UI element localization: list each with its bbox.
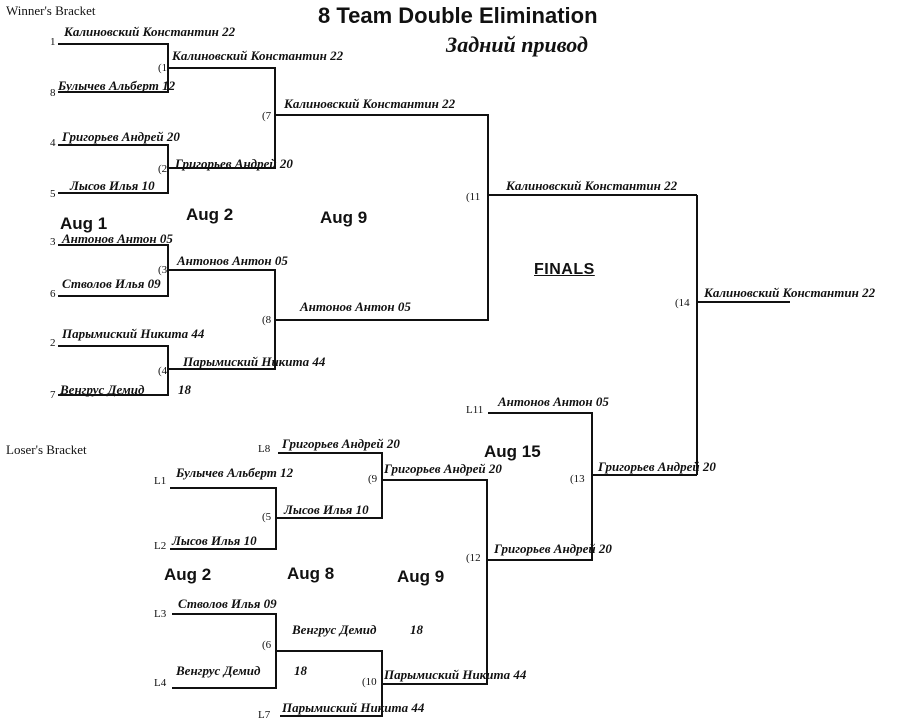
player-score: 18	[178, 382, 191, 397]
match-11-bracket	[275, 114, 489, 321]
player-name: Венгрус Демид	[176, 663, 261, 678]
game-number: (10	[362, 676, 377, 688]
player-name: Калиновский Константин 22	[64, 24, 236, 39]
loser-ref: L1	[154, 475, 167, 487]
date-winners-round-1: Aug 1	[60, 214, 108, 233]
date-final: Aug 15	[484, 442, 541, 461]
date-winners-round-2: Aug 2	[186, 205, 234, 224]
match-13-bracket	[487, 412, 593, 561]
match-4-bracket	[58, 345, 169, 396]
seed-number: 6	[50, 288, 56, 300]
player-name: Лысов Илья 10	[172, 533, 257, 548]
loser-ref: L7	[258, 709, 271, 721]
player-name: Антонов Антон 05	[498, 394, 609, 409]
player-name: Калиновский Константин 22	[284, 96, 456, 111]
player-name: Григорьев Андрей 20	[175, 156, 293, 171]
seed-number: 7	[50, 389, 56, 401]
game-number: (7	[262, 110, 272, 122]
game-number: (8	[262, 314, 272, 326]
game-number: (12	[466, 552, 481, 564]
player-name: Антонов Антон 05	[62, 231, 173, 246]
player-score: 18	[410, 622, 423, 637]
player-name: Калиновский Константин 22	[172, 48, 344, 63]
game-number: (6	[262, 639, 272, 651]
date-losers-round-3: Aug 9	[397, 567, 445, 586]
game-number: (9	[368, 473, 378, 485]
date-losers-round-1: Aug 2	[164, 565, 212, 584]
player-name: Григорьев Андрей 20	[598, 459, 716, 474]
game-number: (1	[158, 62, 168, 74]
game-number: (14	[675, 297, 690, 309]
bracket-title: 8 Team Double Elimination	[318, 3, 598, 28]
player-name: Антонов Антон 05	[177, 253, 288, 268]
seed-number: 3	[50, 236, 56, 248]
game-number: (5	[262, 511, 272, 523]
player-name: Булычев Альберт 12	[176, 465, 294, 480]
loser-ref: L3	[154, 608, 167, 620]
date-winners-round-3: Aug 9	[320, 208, 368, 227]
player-name: Калиновский Константин 22	[506, 178, 678, 193]
player-name: Григорьев Андрей 20	[494, 541, 612, 556]
seed-number: 4	[50, 137, 56, 149]
player-name: Парымиский Никита 44	[62, 326, 205, 341]
match-7-bracket	[168, 67, 276, 169]
winners-bracket-label: Winner's Bracket	[6, 3, 96, 18]
player-name: Стволов Илья 09	[178, 596, 277, 611]
seed-number: 2	[50, 337, 56, 349]
seed-number: 1	[50, 36, 56, 48]
game-number: (2	[158, 163, 168, 175]
loser-ref: L4	[154, 677, 167, 689]
player-score: 18	[294, 663, 307, 678]
losers-bracket-label: Loser's Bracket	[6, 442, 87, 457]
player-name: Григорьев Андрей 20	[62, 129, 180, 144]
player-name: Стволов Илья 09	[62, 276, 161, 291]
player-name: Лысов Илья 10	[284, 502, 369, 517]
seed-number: 8	[50, 87, 56, 99]
player-name: Лысов Илья 10	[70, 178, 155, 193]
player-name: Венгрус Демид	[60, 382, 145, 397]
player-name: Венгрус Демид	[292, 622, 377, 637]
date-losers-round-2: Aug 8	[287, 564, 335, 583]
player-name: Григорьев Андрей 20	[384, 461, 502, 476]
champion-name: Калиновский Константин 22	[704, 285, 876, 300]
player-name: Парымиский Никита 44	[183, 354, 326, 369]
game-number: (13	[570, 473, 585, 485]
player-name: Булычев Альберт 12	[58, 78, 176, 93]
game-number: (4	[158, 365, 168, 377]
match-9-bracket	[276, 452, 383, 519]
loser-ref: L11	[466, 404, 484, 416]
game-number: (3	[158, 264, 168, 276]
loser-ref: L2	[154, 540, 167, 552]
player-name: Парымиский Никита 44	[384, 667, 527, 682]
bracket-subtitle: Задний привод	[446, 32, 588, 57]
player-name: Парымиский Никита 44	[282, 700, 425, 715]
player-name: Григорьев Андрей 20	[282, 436, 400, 451]
finals-label: FINALS	[534, 261, 595, 278]
seed-number: 5	[50, 188, 56, 200]
game-number: (11	[466, 191, 481, 203]
player-name: Антонов Антон 05	[300, 299, 411, 314]
loser-ref: L8	[258, 443, 271, 455]
match-12-bracket	[382, 479, 488, 685]
